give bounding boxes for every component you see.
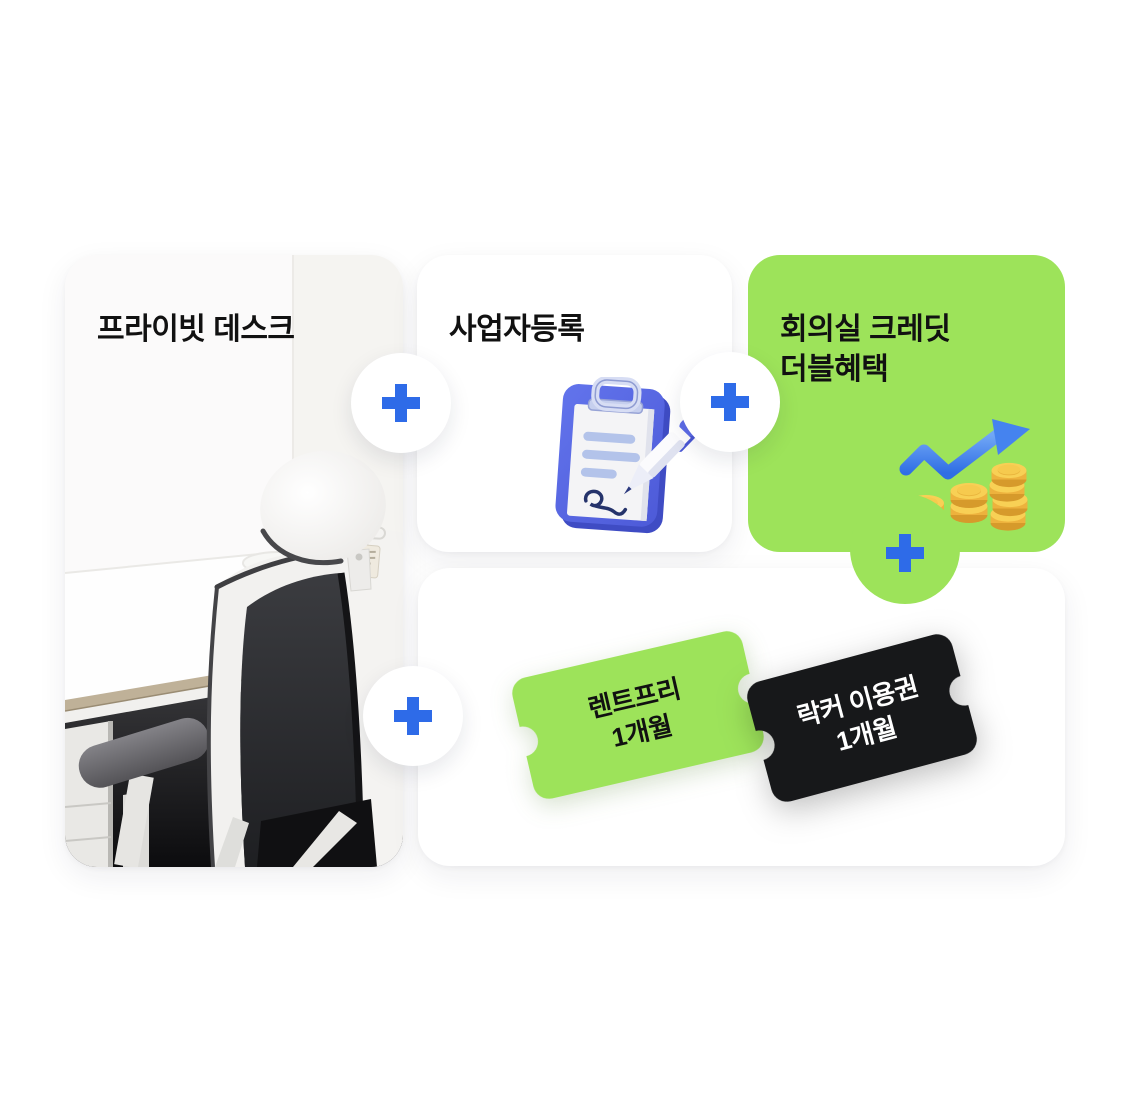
- plus-icon: [382, 384, 420, 422]
- green-connector-tab: [850, 494, 960, 604]
- coupon-shape-black: [747, 634, 977, 802]
- plus-icon: [394, 697, 432, 735]
- private-desk-office-chair-photo: [65, 255, 403, 867]
- card-business-registration: 사업자등록: [417, 255, 732, 552]
- coupon-rent-free: 렌트프리 1개월: [509, 628, 767, 802]
- plus-icon: [886, 534, 924, 572]
- plus-icon: [711, 383, 749, 421]
- card-title-line1: 회의실 크레딧: [780, 312, 951, 346]
- card-title-private-desk: 프라이빗 데스크: [97, 312, 295, 346]
- card-title-line2: 더블혜택: [780, 352, 889, 386]
- card-title-meeting-room-credit: 회의실 크레딧 더블혜택: [780, 310, 951, 390]
- card-title-business-registration: 사업자등록: [449, 312, 585, 346]
- plus-connector-3: [363, 666, 463, 766]
- plus-connector-1: [351, 353, 451, 453]
- plus-connector-2: [680, 352, 780, 452]
- card-private-desk: 프라이빗 데스크: [65, 255, 403, 867]
- coupon-shape-green: [512, 631, 764, 799]
- clipboard-pen-3d-icon: [555, 377, 699, 534]
- coupon-locker-pass: 락커 이용권 1개월: [744, 631, 981, 806]
